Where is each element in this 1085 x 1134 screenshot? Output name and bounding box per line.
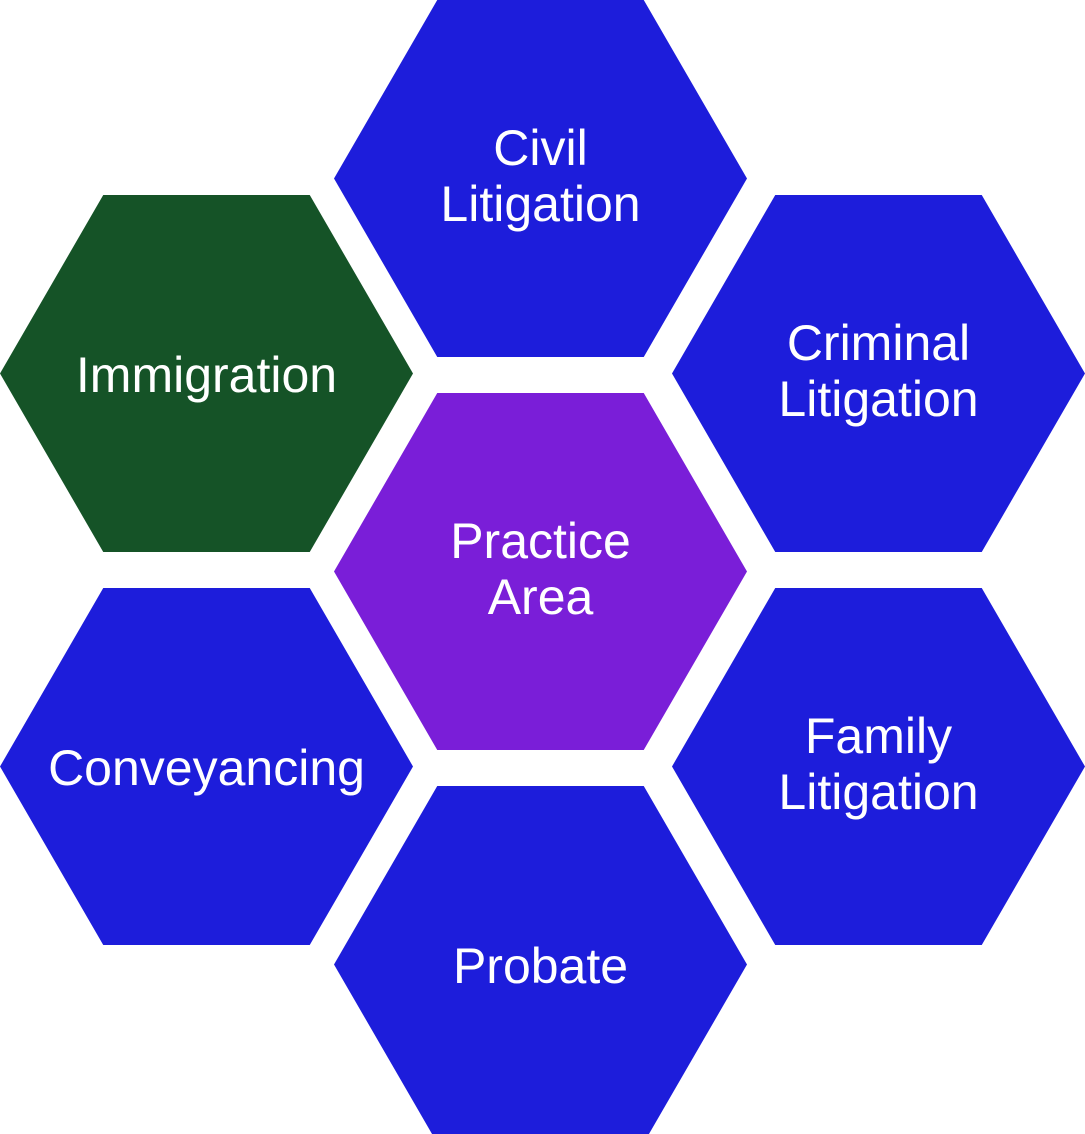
hexagon-conveyancing: Conveyancing [0, 588, 413, 945]
civil-litigation-hexagon-shape [334, 0, 747, 357]
probate-hexagon-shape [334, 786, 747, 1134]
criminal-litigation-hexagon-shape [672, 195, 1085, 552]
criminal-litigation-label-line1: Criminal [787, 315, 970, 371]
hexagon-family-litigation: Family Litigation [672, 588, 1085, 945]
immigration-label: Immigration [76, 347, 337, 403]
criminal-litigation-label-line2: Litigation [778, 371, 978, 427]
family-litigation-hexagon-shape [672, 588, 1085, 945]
hexagon-criminal-litigation: Criminal Litigation [672, 195, 1085, 552]
hexagon-probate: Probate [334, 786, 747, 1134]
civil-litigation-label-line2: Litigation [440, 176, 640, 232]
civil-litigation-label-line1: Civil [493, 120, 587, 176]
conveyancing-hexagon-shape [0, 588, 413, 945]
immigration-hexagon-shape [0, 195, 413, 552]
practice-area-label-line1: Practice [450, 513, 631, 569]
practice-area-label-line2: Area [488, 569, 594, 625]
hexagon-civil-litigation: Civil Litigation [334, 0, 747, 357]
practice-area-hexagon-shape [334, 393, 747, 750]
probate-label: Probate [453, 938, 628, 994]
conveyancing-label: Conveyancing [48, 740, 365, 796]
family-litigation-label-line2: Litigation [778, 764, 978, 820]
hexagon-practice-area: Practice Area [334, 393, 747, 750]
family-litigation-label-line1: Family [805, 708, 952, 764]
hexagon-immigration: Immigration [0, 195, 413, 552]
